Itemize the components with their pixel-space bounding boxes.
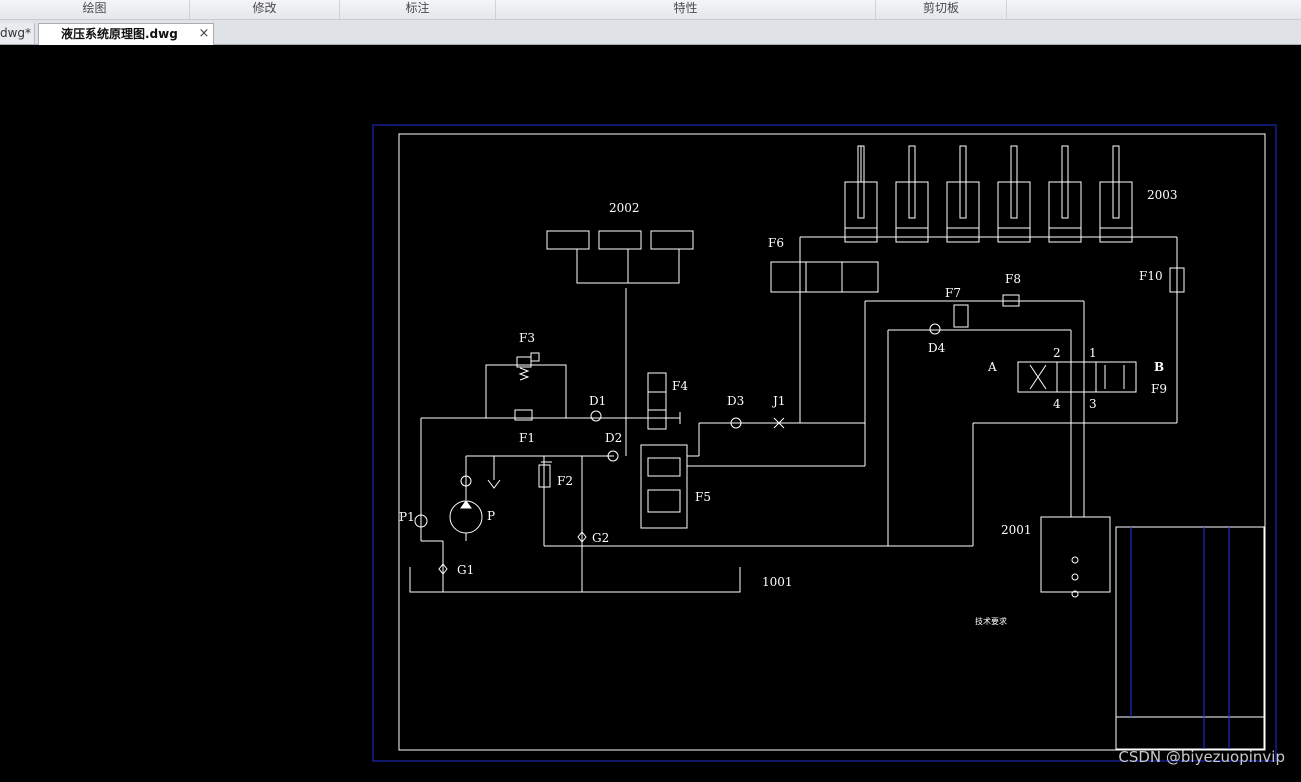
tank-1001 — [409, 567, 741, 593]
label-f5: F5 — [695, 490, 711, 504]
label-g1: G1 — [457, 563, 474, 577]
label-2001: 2001 — [1001, 523, 1032, 537]
valve-f7 — [953, 304, 969, 328]
label-notes-title: 技术要求 — [975, 616, 1007, 626]
valve-f10 — [1169, 267, 1185, 293]
ribbon-panel-bar: 绘图 修改 标注 特性 剪切板 — [0, 0, 1301, 20]
label-p: P — [487, 509, 495, 523]
label-port-2: 2 — [1053, 346, 1061, 360]
label-port-a: A — [987, 360, 997, 374]
label-g2: G2 — [592, 531, 609, 545]
ribbon-group-annotate[interactable]: 标注 — [340, 0, 496, 19]
label-2002: 2002 — [609, 201, 640, 215]
check-d1 — [590, 410, 602, 422]
watermark: CSDN @biyezuopinvip — [1118, 748, 1285, 766]
label-f7: F7 — [945, 286, 961, 300]
label-f4: F4 — [672, 379, 688, 393]
valve-f3 — [516, 356, 532, 368]
ribbon-group-properties[interactable]: 特性 — [496, 0, 876, 19]
label-f3: F3 — [519, 331, 535, 345]
close-icon[interactable]: × — [198, 26, 210, 41]
label-d3: D3 — [727, 394, 744, 408]
label-2003: 2003 — [1147, 188, 1178, 202]
label-f9: F9 — [1151, 382, 1167, 396]
label-d1: D1 — [589, 394, 606, 408]
sheet-outer-border — [372, 124, 1277, 762]
label-f10: F10 — [1139, 269, 1163, 283]
gauge-p1 — [414, 514, 428, 528]
tab-other-drawing[interactable]: dwg* — [0, 23, 35, 44]
tab-other-drawing-label: dwg* — [0, 26, 32, 40]
actuator-bank-2003 — [844, 145, 1133, 243]
valve-f5 — [640, 444, 688, 529]
valve-f8 — [1002, 294, 1020, 307]
valve-f4 — [647, 372, 667, 430]
drawing-canvas[interactable]: 1001 2002 2003 2001 F1 F2 F3 F4 F5 F6 F7… — [0, 45, 1301, 778]
ribbon-group-modify[interactable]: 修改 — [190, 0, 340, 19]
label-f2: F2 — [557, 474, 573, 488]
document-tab-bar: dwg* 液压系统原理图.dwg × — [0, 20, 1301, 45]
label-port-3: 3 — [1089, 397, 1097, 411]
label-port-1: 1 — [1089, 346, 1097, 360]
check-d4 — [929, 323, 941, 335]
label-d2: D2 — [605, 431, 622, 445]
label-port-b: B — [1154, 360, 1164, 374]
valve-f6 — [770, 261, 879, 293]
label-f8: F8 — [1005, 272, 1021, 286]
filter-g1 — [438, 563, 448, 575]
tab-active-label: 液压系统原理图.dwg — [61, 27, 178, 41]
drawing-frame — [398, 133, 1266, 751]
label-f1: F1 — [519, 431, 535, 445]
label-j1: J1 — [771, 394, 785, 408]
valve-f9 — [1017, 361, 1137, 393]
filter-g2 — [577, 531, 587, 543]
ribbon-group-draw[interactable]: 绘图 — [0, 0, 190, 19]
check-d2 — [607, 450, 619, 462]
label-port-4: 4 — [1053, 397, 1061, 411]
hydraulic-schematic: 1001 2002 2003 2001 F1 F2 F3 F4 F5 F6 F7… — [372, 124, 1277, 762]
ribbon-group-clipboard[interactable]: 剪切板 — [876, 0, 1007, 19]
tank-2001 — [1040, 516, 1111, 593]
title-block — [1115, 526, 1265, 750]
label-p1: P1 — [399, 510, 415, 524]
label-1001: 1001 — [762, 575, 793, 589]
tab-hydraulic-drawing[interactable]: 液压系统原理图.dwg × — [38, 23, 214, 45]
label-d4: D4 — [928, 341, 946, 355]
valve-f1 — [514, 409, 533, 421]
valve-f2 — [538, 464, 551, 488]
label-f6: F6 — [768, 236, 784, 250]
